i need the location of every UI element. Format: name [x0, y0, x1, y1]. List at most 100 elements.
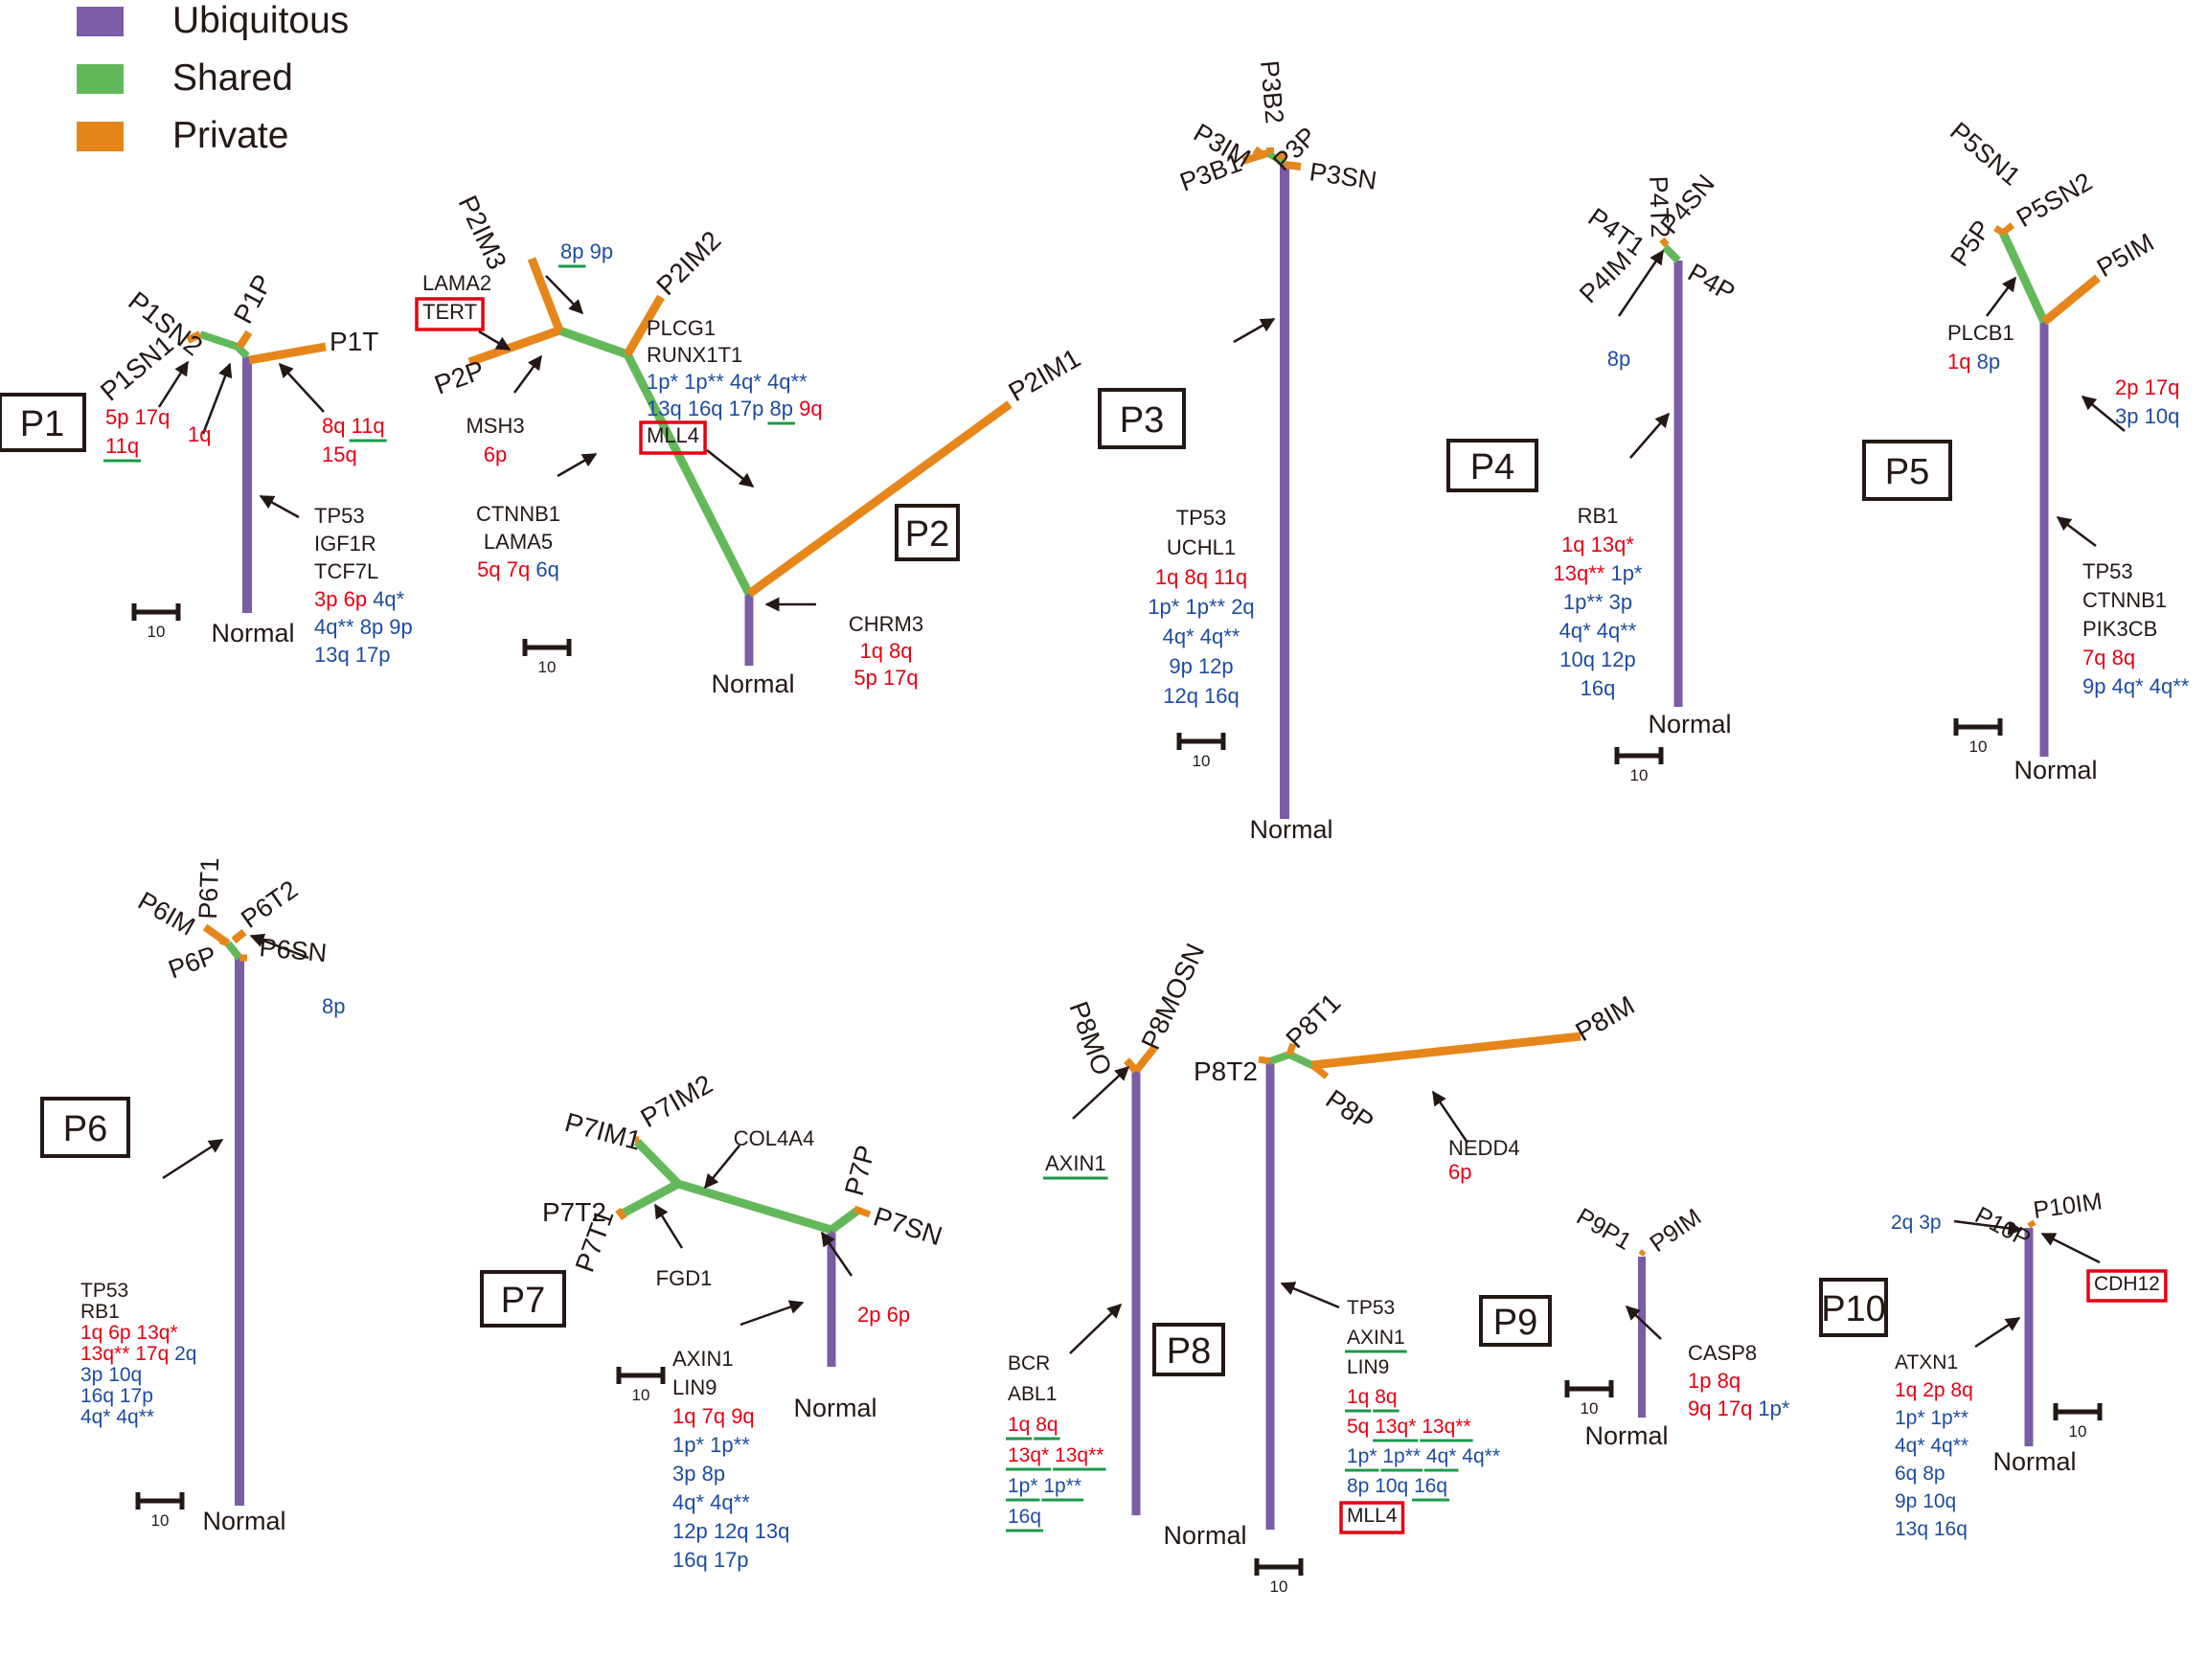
- gene-label: AXIN1: [1347, 1327, 1405, 1349]
- annotation-line: 15q: [322, 443, 357, 466]
- branch-private: [1638, 1249, 1647, 1257]
- cna-loss-label: 4q*: [1895, 1435, 1925, 1457]
- patient-box-P7: [480, 1270, 566, 1328]
- cna-loss-label: 17p: [708, 1548, 749, 1572]
- cna-gain-label: 1q: [672, 1404, 695, 1428]
- annotation-line: 5p 17q: [853, 666, 918, 690]
- cna-gain-label: 8q: [1030, 1414, 1058, 1436]
- branch-shared: [1265, 149, 1286, 167]
- legend-swatch-shared: [77, 63, 124, 94]
- branch-private-P3P: [1276, 150, 1287, 162]
- annotation-line: 1p** 3p: [1563, 590, 1632, 614]
- cna-gain-label: 1q: [1895, 1379, 1917, 1401]
- annotation-line: 2p 17q: [2115, 375, 2179, 399]
- annotation-line: TP53: [2082, 559, 2133, 583]
- cna-loss-label: 1p*: [1008, 1475, 1038, 1497]
- root-label-normal: Normal: [2014, 756, 2097, 784]
- legend-item-shared: Shared: [77, 59, 293, 98]
- sample-label: P8T2: [1194, 1056, 1258, 1086]
- cna-gain-label: 9q: [793, 397, 823, 420]
- sample-label: P2IM3: [453, 191, 512, 273]
- cna-gain-label: 13q**: [1554, 561, 1605, 585]
- annotation-line: PIK3CB: [2082, 617, 2157, 641]
- sample-label: P1T: [330, 327, 378, 356]
- legend-swatch-private: [77, 121, 124, 151]
- cna-gain-label: 13q**: [80, 1343, 129, 1365]
- annotation-line: 3p 6p 4q*: [314, 587, 405, 611]
- annotation-line: 6p: [484, 443, 507, 466]
- branch-shared: [1998, 231, 2049, 324]
- cna-loss-label: 6q: [530, 557, 559, 581]
- annotation-line: LIN9: [672, 1375, 717, 1399]
- annotation-line: COL4A4: [734, 1126, 814, 1150]
- gene-label: MLL4: [647, 423, 699, 447]
- cna-loss-label: 9p: [2082, 674, 2105, 698]
- cna-loss-label: 1p**: [678, 370, 724, 394]
- cna-gain-label: 11q: [105, 434, 139, 458]
- cna-loss-label: 1p*: [1604, 561, 1643, 585]
- gene-label: RB1: [1578, 504, 1619, 528]
- annotation-line: 9p 10q: [1895, 1490, 1956, 1512]
- sample-label: P3SN: [1308, 157, 1378, 195]
- annotation-P10-P10IM: CDH12: [2086, 1269, 2168, 1303]
- cna-loss-label: 3p: [1913, 1212, 1941, 1234]
- gene-label: TCF7L: [314, 559, 378, 583]
- scale-bar-label: 10: [1969, 738, 1988, 756]
- branch-private-P5IM: [2041, 274, 2101, 326]
- cna-loss-label: 3p: [1604, 590, 1633, 614]
- branch-shared: [1662, 244, 1681, 263]
- cna-loss-label: 12p: [672, 1519, 708, 1543]
- root-label-normal: Normal: [202, 1507, 285, 1535]
- sample-label: P4P: [1683, 258, 1740, 307]
- annotation-line: 1q 8q: [859, 639, 912, 663]
- cna-gain-label: 1q: [188, 422, 211, 446]
- annotation-P7-shared-upper: COL4A4: [734, 1126, 814, 1150]
- cna-loss-label: 9p: [1895, 1490, 1917, 1512]
- annotation-arrow: [478, 329, 512, 352]
- cna-gain-label: 5q: [1347, 1416, 1369, 1438]
- cna-gain-label: 13q*: [131, 1322, 178, 1344]
- annotation-line: 13q 17p: [314, 643, 391, 667]
- cna-gain-label: 6p: [484, 443, 507, 466]
- cna-gain-label: 17q: [129, 1343, 169, 1365]
- gene-label: TP53: [2082, 559, 2133, 583]
- root-label-normal: Normal: [1648, 710, 1731, 738]
- sample-label: P8P: [1321, 1084, 1379, 1138]
- patient-label: P6: [63, 1109, 107, 1149]
- gene-label: TP53: [80, 1280, 128, 1302]
- cna-gain-label: 8q: [883, 639, 913, 663]
- cna-loss-label: 16q: [1008, 1506, 1041, 1528]
- cna-loss-label: 4q**: [1925, 1435, 1969, 1457]
- sample-label: P2P: [430, 354, 488, 399]
- gene-label: NEDD4: [1448, 1136, 1520, 1160]
- gene-label: ATXN1: [1895, 1351, 1958, 1374]
- sample-label: P8IM: [1571, 990, 1640, 1048]
- cna-loss-label: 16q: [672, 1548, 708, 1572]
- annotation-arrow: [1953, 1219, 2023, 1236]
- annotation-arrow: [249, 933, 309, 960]
- cna-loss-label: 12p: [1193, 654, 1234, 678]
- cna-loss-label: 4q*: [1421, 1445, 1456, 1467]
- scale-bar: 10: [131, 603, 181, 641]
- annotation-line: 7q 8q: [2082, 646, 2135, 670]
- branch-private-P1T: [248, 342, 327, 365]
- annotation-line: 8p 10q 16q: [1347, 1475, 1447, 1497]
- annotation-arrow: [2081, 396, 2126, 432]
- cna-loss-label: 8p: [763, 397, 793, 420]
- cna-gain-label: 1q: [1947, 350, 1970, 374]
- annotation-line: 13q* 13q**: [1008, 1444, 1104, 1466]
- annotation-line: TP53: [80, 1280, 128, 1302]
- annotation-line: 1p* 1p**: [672, 1433, 750, 1457]
- annotation-P4-shared: 8p: [1607, 347, 1630, 371]
- gene-label: CTNNB1: [2082, 588, 2167, 612]
- patient-box-P4: [1446, 439, 1538, 492]
- cna-loss-label: 16q: [80, 1385, 114, 1407]
- cna-loss-label: 1p*: [1895, 1407, 1925, 1429]
- cna-loss-label: 4q**: [2144, 674, 2190, 698]
- cna-loss-label: 17p: [350, 643, 391, 667]
